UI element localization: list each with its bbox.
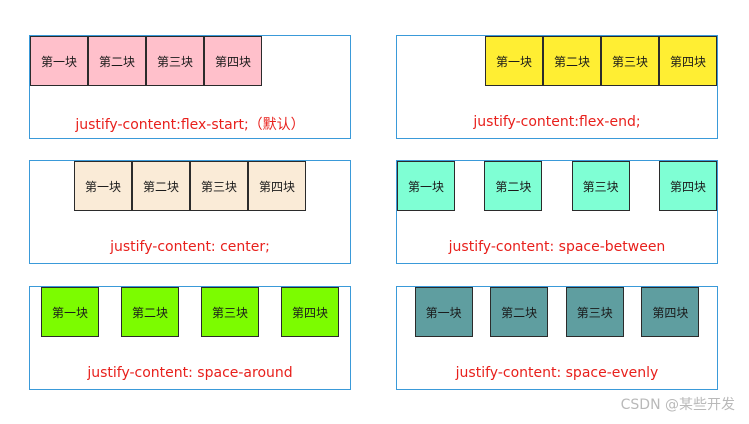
- block-3: 第三块: [571, 161, 630, 211]
- block-2: 第二块: [88, 36, 146, 86]
- block-4: 第四块: [659, 36, 717, 86]
- block-4: 第四块: [641, 287, 700, 337]
- block-2: 第二块: [121, 287, 179, 337]
- block-3: 第三块: [190, 161, 248, 211]
- panel-flex-start: 第一块 第二块 第三块 第四块 justify-content:flex-sta…: [29, 35, 351, 139]
- panel-space-between: 第一块 第二块 第三块 第四块 justify-content: space-b…: [396, 160, 718, 264]
- block-3: 第三块: [601, 36, 659, 86]
- block-4: 第四块: [204, 36, 262, 86]
- block-3: 第三块: [146, 36, 204, 86]
- block-1: 第一块: [41, 287, 99, 337]
- block-2: 第二块: [490, 287, 549, 337]
- block-2: 第二块: [132, 161, 190, 211]
- block-4: 第四块: [248, 161, 306, 211]
- block-1: 第一块: [74, 161, 132, 211]
- panel-caption: justify-content:flex-end;: [473, 114, 641, 130]
- block-1: 第一块: [397, 161, 455, 211]
- block-2: 第二块: [484, 161, 543, 211]
- panel-flex-end: 第一块 第二块 第三块 第四块 justify-content:flex-end…: [396, 35, 718, 139]
- panel-space-around: 第一块 第二块 第三块 第四块 justify-content: space-a…: [29, 286, 351, 390]
- block-4: 第四块: [658, 161, 717, 211]
- block-1: 第一块: [414, 287, 473, 337]
- block-4: 第四块: [281, 287, 339, 337]
- panel-caption: justify-content: center;: [110, 239, 270, 255]
- watermark: CSDN @某些开发: [620, 397, 735, 413]
- box-row: 第一块 第二块 第三块 第四块: [397, 287, 717, 337]
- box-row: 第一块 第二块 第三块 第四块: [397, 161, 717, 211]
- panel-caption: justify-content:flex-start;（默认）: [75, 117, 305, 133]
- block-1: 第一块: [30, 36, 88, 86]
- box-row: 第一块 第二块 第三块 第四块: [397, 36, 717, 86]
- panel-caption: justify-content: space-between: [448, 239, 666, 255]
- block-2: 第二块: [543, 36, 601, 86]
- block-3: 第三块: [201, 287, 259, 337]
- panel-caption: justify-content: space-around: [87, 365, 293, 381]
- panel-caption: justify-content: space-evenly: [455, 365, 659, 381]
- box-row: 第一块 第二块 第三块 第四块: [30, 36, 350, 86]
- box-row: 第一块 第二块 第三块 第四块: [30, 161, 350, 211]
- block-1: 第一块: [485, 36, 543, 86]
- panel-space-evenly: 第一块 第二块 第三块 第四块 justify-content: space-e…: [396, 286, 718, 390]
- box-row: 第一块 第二块 第三块 第四块: [30, 287, 350, 337]
- block-3: 第三块: [565, 287, 624, 337]
- panel-center: 第一块 第二块 第三块 第四块 justify-content: center;: [29, 160, 351, 264]
